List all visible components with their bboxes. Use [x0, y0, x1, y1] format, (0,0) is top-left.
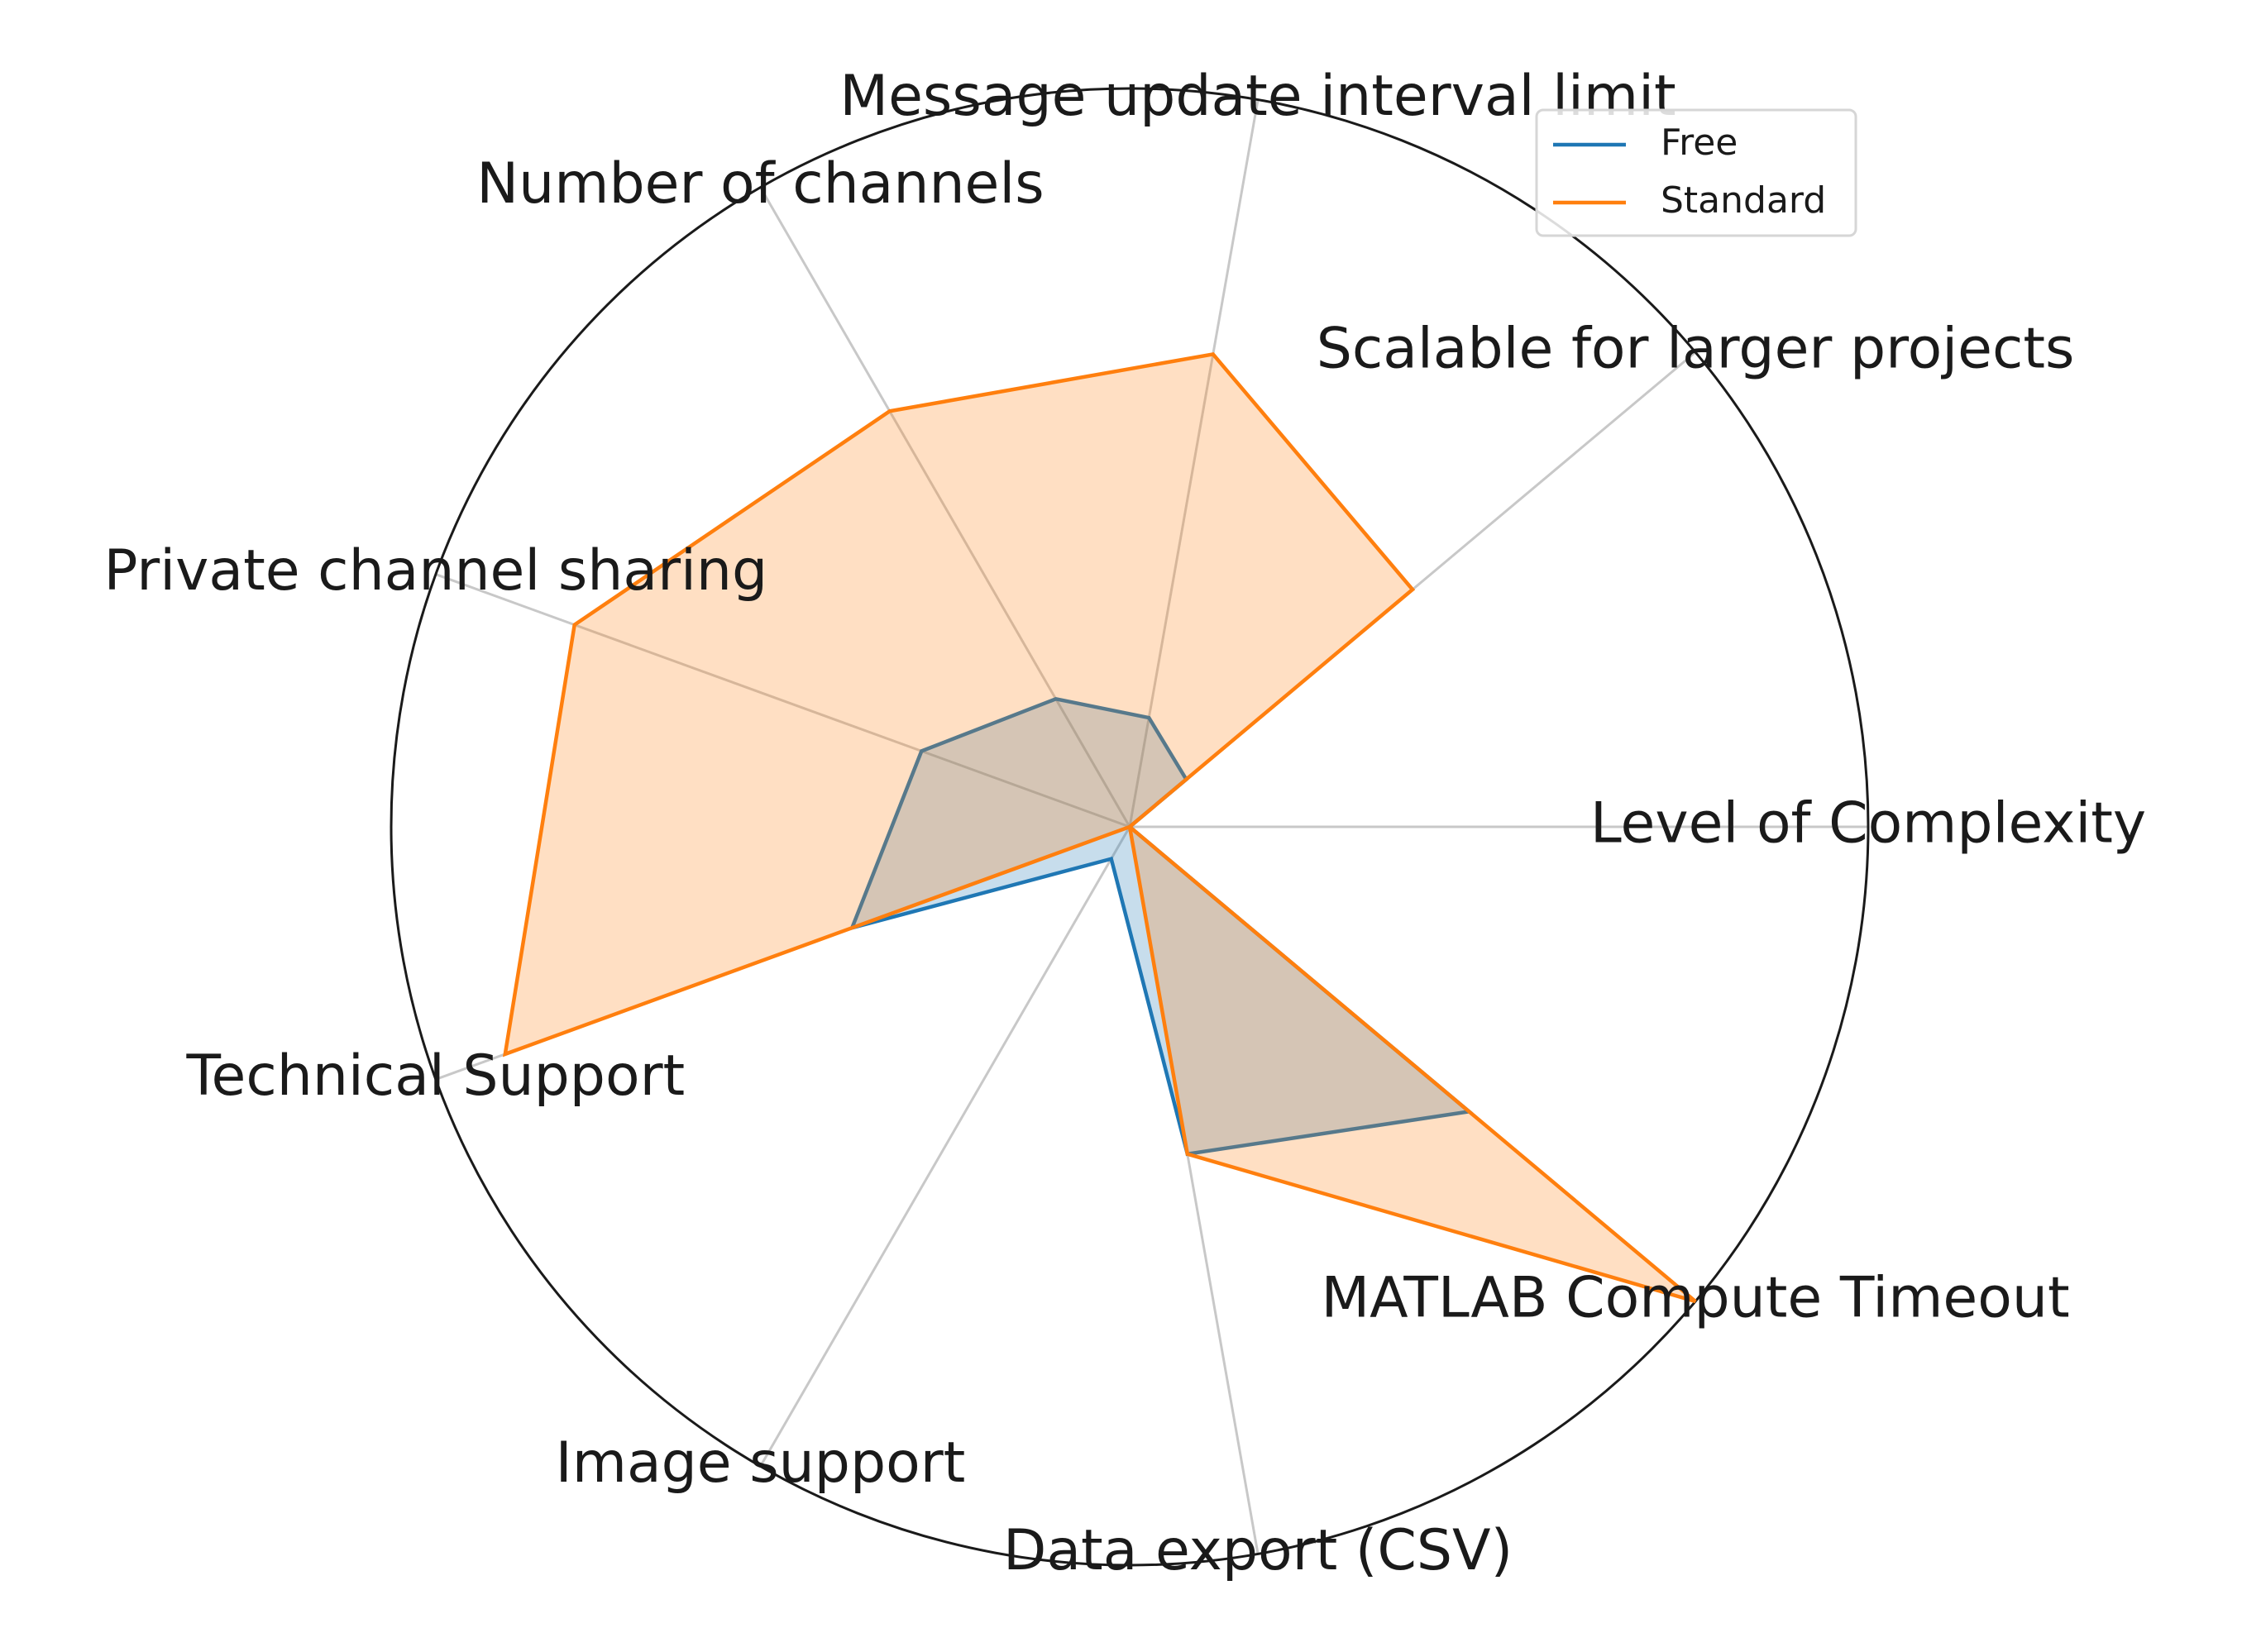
series-layer	[502, 351, 1697, 1304]
axis-label: Level of Complexity	[1590, 791, 2146, 857]
spoke-line	[1128, 99, 1260, 828]
polar-frame	[390, 87, 1870, 1567]
series-area-free	[849, 696, 1474, 1157]
spoke-line	[759, 186, 1131, 828]
axis-label: Data export (CSV)	[1003, 1518, 1513, 1583]
series-area-standard	[502, 351, 1697, 1304]
legend-label-free: Free	[1661, 122, 1738, 164]
axis-label: Technical Support	[186, 1043, 686, 1109]
axis-label: MATLAB Compute Timeout	[1321, 1266, 2069, 1331]
axis-label: Image support	[556, 1430, 966, 1496]
spoke-line	[435, 573, 1131, 828]
label-layer: Level of Complexity Scalable for larger p…	[104, 64, 2147, 1583]
legend-label-standard: Standard	[1661, 179, 1826, 222]
axis-label: Scalable for larger projects	[1317, 317, 2075, 382]
spoke-line	[759, 826, 1131, 1468]
axis-label: Number of channels	[476, 151, 1044, 217]
axis-label: Private channel sharing	[104, 538, 768, 604]
